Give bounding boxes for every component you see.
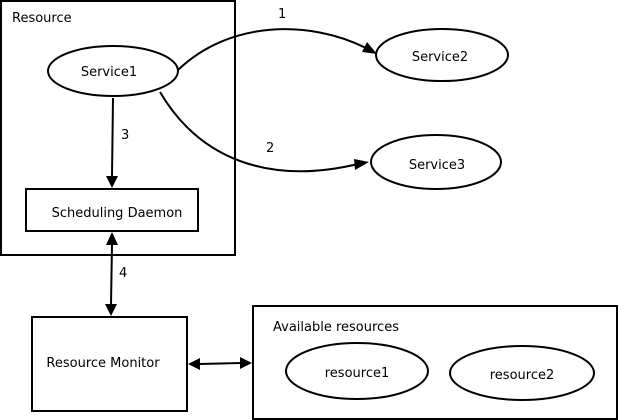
scheduling-daemon-node (25, 188, 199, 232)
resource2-node (449, 345, 595, 401)
edge-4-line (110, 243, 113, 306)
service3-node (370, 134, 502, 190)
resource-monitor-node (31, 316, 188, 412)
resource-container-label: Resource (12, 11, 72, 26)
edge-1-label: 1 (278, 7, 286, 22)
resource2-label: resource2 (490, 368, 555, 383)
available-resources-label: Available resources (273, 320, 399, 335)
monitor-resources-arrowhead-right (240, 357, 252, 369)
edge-3-line (111, 97, 114, 178)
service3-label: Service3 (409, 158, 465, 173)
edge-3-label: 3 (121, 128, 129, 143)
service2-node (375, 28, 509, 82)
edge-3-arrowhead (106, 176, 118, 188)
resource1-node (285, 342, 429, 400)
edge-2-arrowhead (354, 159, 369, 170)
scheduling-daemon-label: Scheduling Daemon (52, 206, 183, 221)
edge-4-label: 4 (119, 266, 127, 281)
resource-monitor-label: Resource Monitor (46, 356, 160, 371)
service2-label: Service2 (412, 50, 468, 65)
edge-1-arrowhead (362, 42, 377, 54)
edge-4-arrowhead-top (106, 232, 118, 245)
monitor-resources-link-line (198, 362, 242, 365)
monitor-resources-arrowhead-left (188, 358, 200, 370)
edge-2-line (159, 91, 359, 173)
resource1-label: resource1 (325, 366, 390, 381)
edge-4-arrowhead-bottom (105, 304, 117, 316)
edge-2-label: 2 (266, 141, 274, 156)
service1-label: Service1 (81, 65, 137, 80)
edge-1-line (177, 28, 367, 71)
service1-node (47, 45, 179, 97)
